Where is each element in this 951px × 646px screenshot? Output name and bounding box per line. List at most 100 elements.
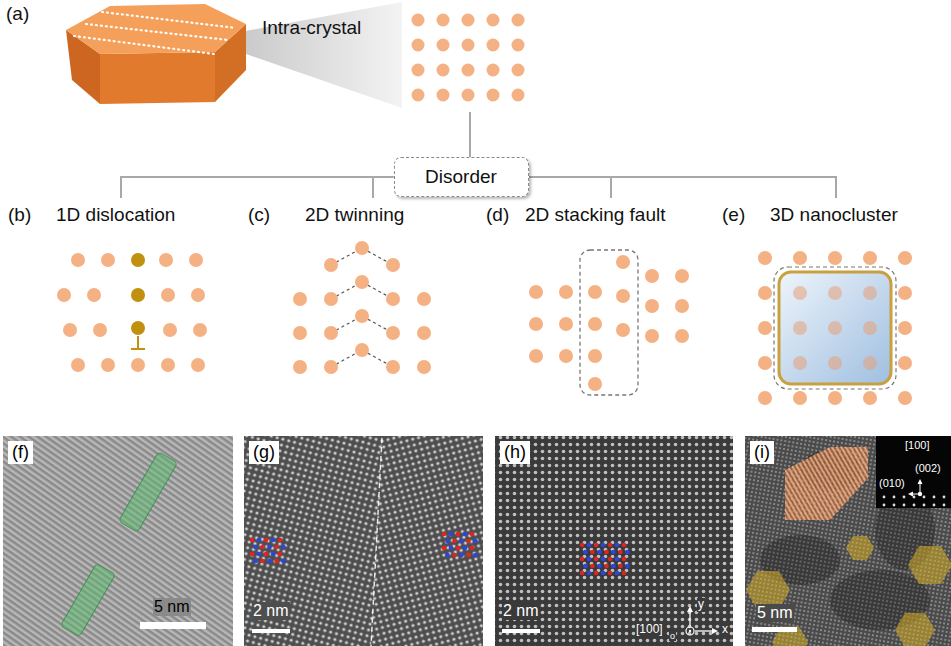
prism-top-face	[66, 4, 246, 54]
lattice-atom	[512, 14, 525, 27]
atom-model	[445, 553, 450, 558]
lattice-atom	[412, 39, 425, 52]
tree-connector	[529, 177, 612, 198]
atom-model	[260, 559, 265, 564]
lattice-atom	[645, 269, 659, 283]
lattice-atom	[131, 358, 145, 372]
panel-heading: Disorder	[425, 166, 497, 189]
tree-connector	[469, 112, 471, 157]
atom-model	[278, 538, 283, 543]
atom-model	[271, 552, 276, 557]
atom-model	[580, 557, 585, 562]
fft-arrowhead	[908, 492, 913, 497]
fault-region-outline	[580, 250, 638, 395]
micrograph	[244, 436, 382, 646]
lattice-atom	[645, 329, 659, 343]
fft-spot	[883, 496, 886, 499]
lattice-atom	[159, 253, 173, 267]
atom-model	[625, 564, 630, 569]
atom-model	[442, 532, 447, 537]
atom-model	[456, 532, 461, 537]
atom-model	[594, 571, 599, 576]
lattice-atom	[512, 39, 525, 52]
atom-model	[618, 550, 623, 555]
lattice-atom	[793, 391, 807, 405]
cluster-atom	[793, 356, 807, 370]
panel-b-region: (b)1D dislocation	[0, 198, 240, 430]
hrtem-image-f	[3, 436, 233, 646]
atom-model	[601, 543, 606, 548]
nanocluster-schematic	[758, 251, 912, 405]
axis-line	[689, 610, 690, 626]
atom-model	[267, 545, 272, 550]
lattice-atom	[161, 288, 175, 302]
nanocluster-highlight	[908, 546, 951, 584]
lattice-atom	[437, 14, 450, 27]
atom-model	[622, 571, 627, 576]
atom-model	[615, 557, 620, 562]
cluster-atom	[828, 356, 842, 370]
atom-model	[590, 564, 595, 569]
atom-model	[611, 564, 616, 569]
lattice-atom	[898, 251, 912, 265]
panel-heading: 2D stacking fault	[525, 204, 665, 227]
atom-model	[604, 564, 609, 569]
atom-model	[608, 571, 613, 576]
fft-arrowhead	[918, 479, 923, 484]
dislocation-atom	[131, 321, 145, 335]
lattice-atom	[417, 360, 431, 374]
atom-model	[587, 557, 592, 562]
micrograph	[371, 436, 483, 646]
lattice-atom	[898, 356, 912, 370]
lattice-atom	[559, 285, 573, 299]
atom-model	[442, 546, 447, 551]
diffraction-index: (010)	[878, 477, 906, 490]
micrograph	[3, 436, 233, 646]
scale-label: 5 nm	[153, 598, 191, 616]
atom-model	[281, 545, 286, 550]
atom-model	[253, 545, 258, 550]
panel-heading: 3D nanocluster	[770, 204, 898, 227]
atom-model	[601, 571, 606, 576]
atom-model-group	[250, 538, 286, 564]
lattice-atom	[71, 358, 85, 372]
atom-model	[452, 553, 457, 558]
lattice-plane-dots	[74, 36, 214, 54]
cluster-atom-group	[793, 286, 877, 370]
atom-model	[459, 553, 464, 558]
panel-letter: (e)	[722, 204, 745, 227]
lattice-atom	[898, 286, 912, 300]
panel-letter: (d)	[486, 204, 509, 227]
lattice-atom	[386, 326, 400, 340]
atom-model	[618, 564, 623, 569]
dislocation-atom	[131, 253, 145, 267]
panel-e-region: (e) 3D nanocluster	[720, 198, 951, 430]
lattice-atom	[324, 258, 338, 272]
atom-model	[456, 546, 461, 551]
dislocation-schematic	[57, 253, 207, 372]
atom-model	[604, 550, 609, 555]
atom-model	[267, 559, 272, 564]
lattice-atom	[437, 39, 450, 52]
crystal-illustration	[66, 2, 525, 108]
lattice-atom	[93, 323, 107, 337]
atom-model	[260, 545, 265, 550]
lattice-atom	[828, 391, 842, 405]
lattice-atom	[412, 64, 425, 77]
fft-spot	[943, 504, 946, 507]
atom-model	[470, 532, 475, 537]
fft-spot	[903, 504, 906, 507]
lattice-atom	[512, 89, 525, 102]
tree-connector	[121, 177, 394, 198]
lattice-atom	[417, 326, 431, 340]
fft-spot	[943, 496, 946, 499]
atom-model	[625, 550, 630, 555]
atom-model	[587, 543, 592, 548]
lattice-atom	[675, 299, 689, 313]
atom-model	[587, 571, 592, 576]
cluster-atom	[863, 356, 877, 370]
lattice-atom	[559, 349, 573, 363]
lattice-atom	[293, 326, 307, 340]
